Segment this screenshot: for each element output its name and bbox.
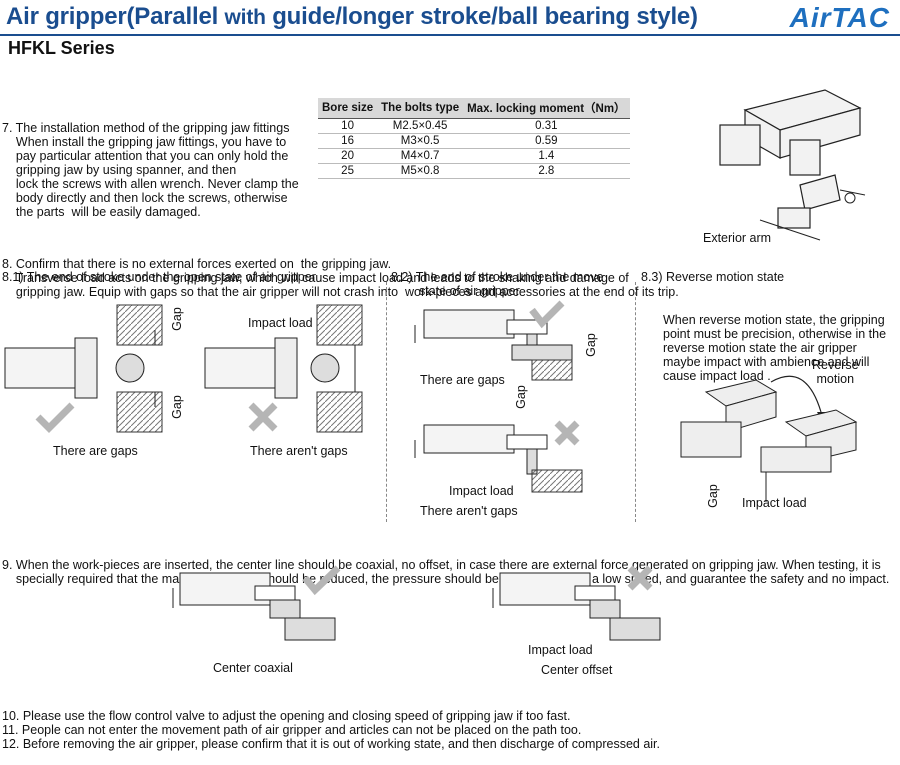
there-arent-gaps-label: There aren't gaps — [420, 504, 518, 518]
there-are-gaps-label: There are gaps — [53, 444, 138, 458]
section-8-1-title: 8.1) The end of stroke under the open st… — [2, 270, 316, 284]
bolt-torque-table: Bore size The bolts type Max. locking mo… — [318, 98, 630, 179]
section-7-text: 7. The installation method of the grippi… — [2, 121, 299, 219]
table-cell: 20 — [318, 148, 378, 164]
table-header-row: Bore size The bolts type Max. locking mo… — [318, 98, 630, 119]
table-cell: 16 — [318, 133, 378, 149]
diagram-move-without-gaps — [414, 420, 583, 493]
section-9-text: 9. When the work-pieces are inserted, th… — [2, 558, 890, 586]
impact-load-label: Impact load — [248, 316, 313, 330]
table-cell: M5×0.8 — [377, 163, 464, 179]
section-8-text: 8. Confirm that there is no external for… — [2, 257, 679, 299]
center-coaxial-label: Center coaxial — [213, 661, 293, 675]
brand-logo: AirTAC — [789, 2, 890, 33]
center-offset-label: Center offset — [541, 663, 613, 677]
table-cell: 0.59 — [463, 133, 630, 149]
diagram-open-without-gaps — [204, 304, 363, 433]
diagram-reverse-motion — [680, 375, 858, 502]
table-header: Max. locking moment（Nm） — [463, 98, 630, 119]
there-arent-gaps-label: There aren't gaps — [250, 444, 348, 458]
notes-10-12: 10. Please use the flow control valve to… — [2, 709, 660, 751]
section-8-3-title: 8.3) Reverse motion state — [641, 270, 785, 284]
exterior-arm-label: Exterior arm — [703, 231, 772, 245]
impact-load-label: Impact load — [449, 484, 514, 498]
diagram-move-with-gaps — [414, 300, 573, 381]
gripper-installation-illustration — [719, 89, 866, 241]
table-cell: M4×0.7 — [377, 148, 464, 164]
table-cell: 1.4 — [463, 148, 630, 164]
gap-label: Gap — [705, 484, 720, 508]
table-cell: 0.31 — [463, 118, 630, 134]
table-cell: 25 — [318, 163, 378, 179]
divider — [635, 282, 636, 522]
gap-label: Gap — [583, 333, 598, 357]
table-cell: 2.8 — [463, 163, 630, 179]
table-cell: M3×0.5 — [377, 133, 464, 149]
table-header: The bolts type — [377, 98, 464, 119]
gap-label: Gap — [169, 395, 184, 419]
header-rule — [0, 34, 900, 36]
table-header: Bore size — [318, 98, 378, 119]
page-title: Air gripper(Parallel with guide/longer s… — [6, 3, 698, 30]
diagram-center-offset — [492, 565, 661, 641]
table-cell: 10 — [318, 118, 378, 134]
gap-label: Gap — [169, 307, 184, 331]
diagram-center-coaxial — [172, 565, 341, 641]
impact-load-label: Impact load — [742, 496, 807, 510]
diagram-open-with-gaps — [4, 304, 163, 433]
table-cell: M2.5×0.45 — [377, 118, 464, 134]
cross-icon — [248, 402, 278, 432]
gap-label: Gap — [513, 385, 528, 409]
divider — [386, 282, 387, 522]
series-name: HFKL Series — [8, 38, 115, 58]
impact-load-label: Impact load — [528, 643, 593, 657]
check-icon — [35, 402, 75, 433]
there-are-gaps-label: There are gaps — [420, 373, 505, 387]
